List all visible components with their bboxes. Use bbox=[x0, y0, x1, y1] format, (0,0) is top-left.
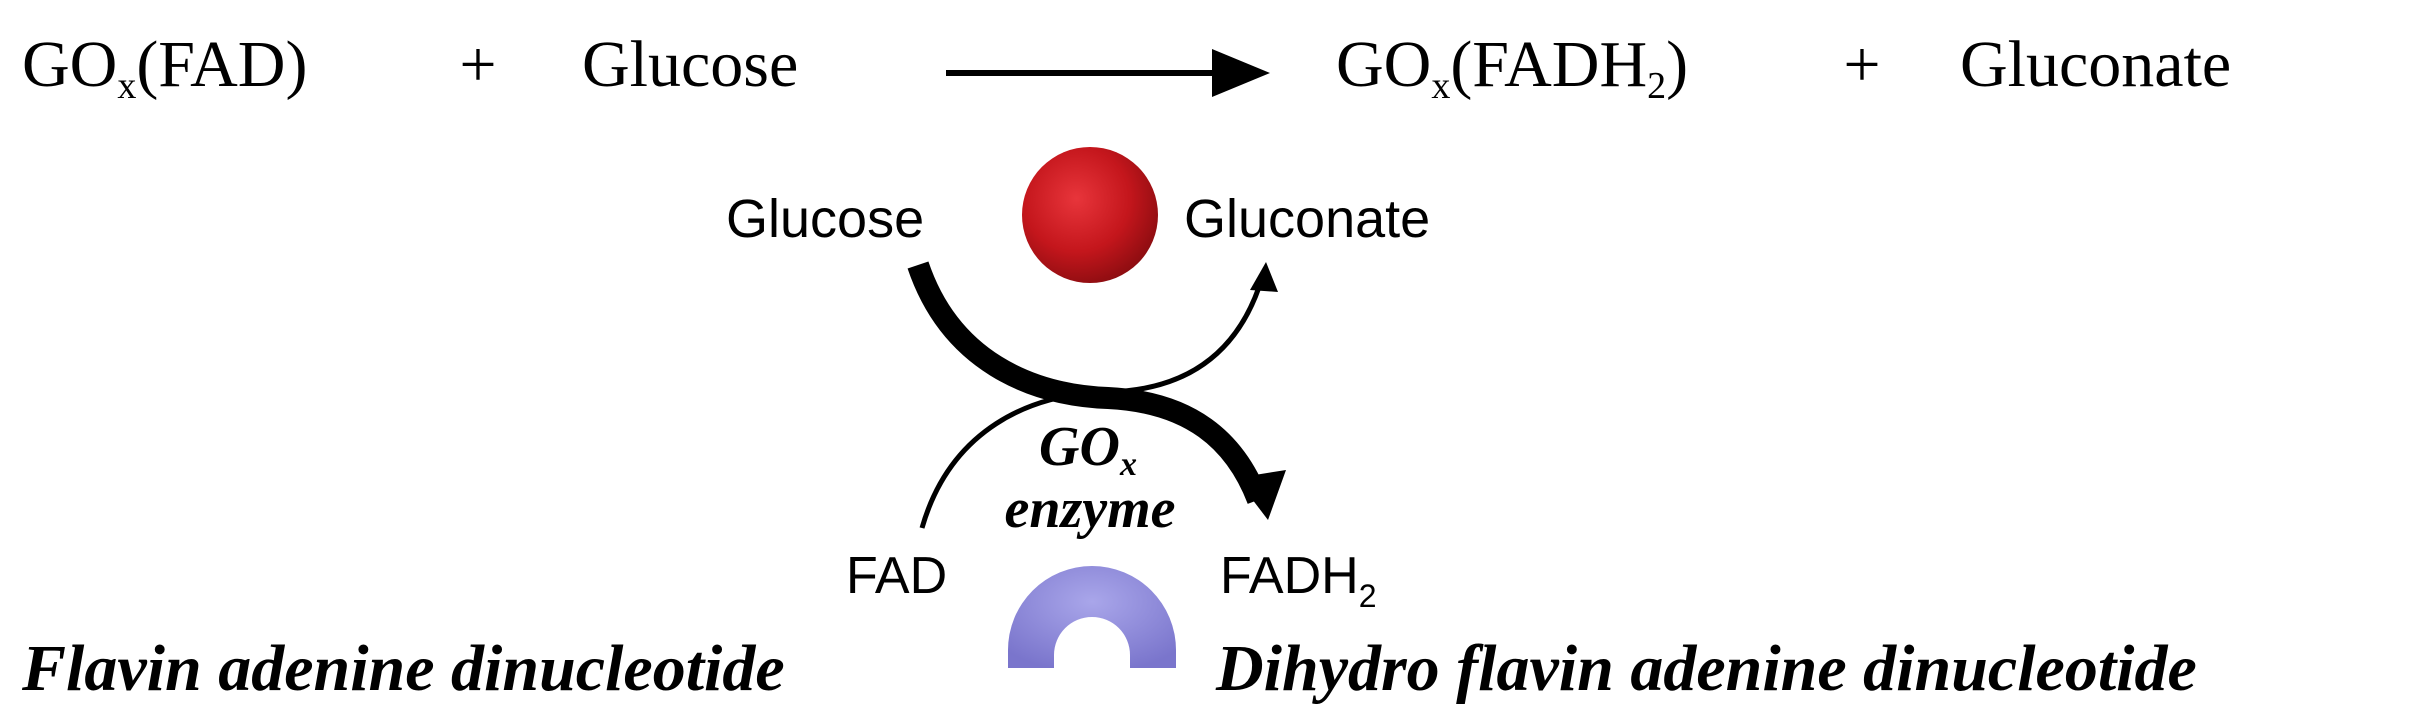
enzyme-shape-icon bbox=[1008, 566, 1176, 668]
fad-to-gluconate-arrow bbox=[919, 262, 1278, 529]
enzyme-label-main: GOx bbox=[1039, 416, 1137, 483]
cycle-fadh2-label: FADH2 bbox=[1220, 547, 1376, 614]
fadh2-full-name: Dihydro flavin adenine dinucleotide bbox=[1215, 632, 2197, 705]
equation-plus-1: + bbox=[459, 28, 496, 101]
fad-full-name: Flavin adenine dinucleotide bbox=[21, 632, 785, 705]
reaction-arrow bbox=[946, 49, 1270, 97]
cycle-glucose-label: Glucose bbox=[726, 189, 924, 249]
glucose-molecule-icon bbox=[1022, 147, 1158, 283]
equation-product1: GOx(FADH2) bbox=[1336, 28, 1688, 107]
equation-plus-2: + bbox=[1843, 28, 1880, 101]
equation-product2: Gluconate bbox=[1960, 28, 2231, 101]
equation-reactant2: Glucose bbox=[582, 28, 798, 101]
cycle-gluconate-label: Gluconate bbox=[1184, 189, 1430, 249]
glucose-to-fadh2-arrow bbox=[907, 261, 1286, 520]
enzyme-label-word: enzyme bbox=[1004, 478, 1175, 540]
cycle-fad-label: FAD bbox=[846, 547, 947, 605]
equation-reactant1: GOx(FAD) bbox=[22, 28, 307, 107]
